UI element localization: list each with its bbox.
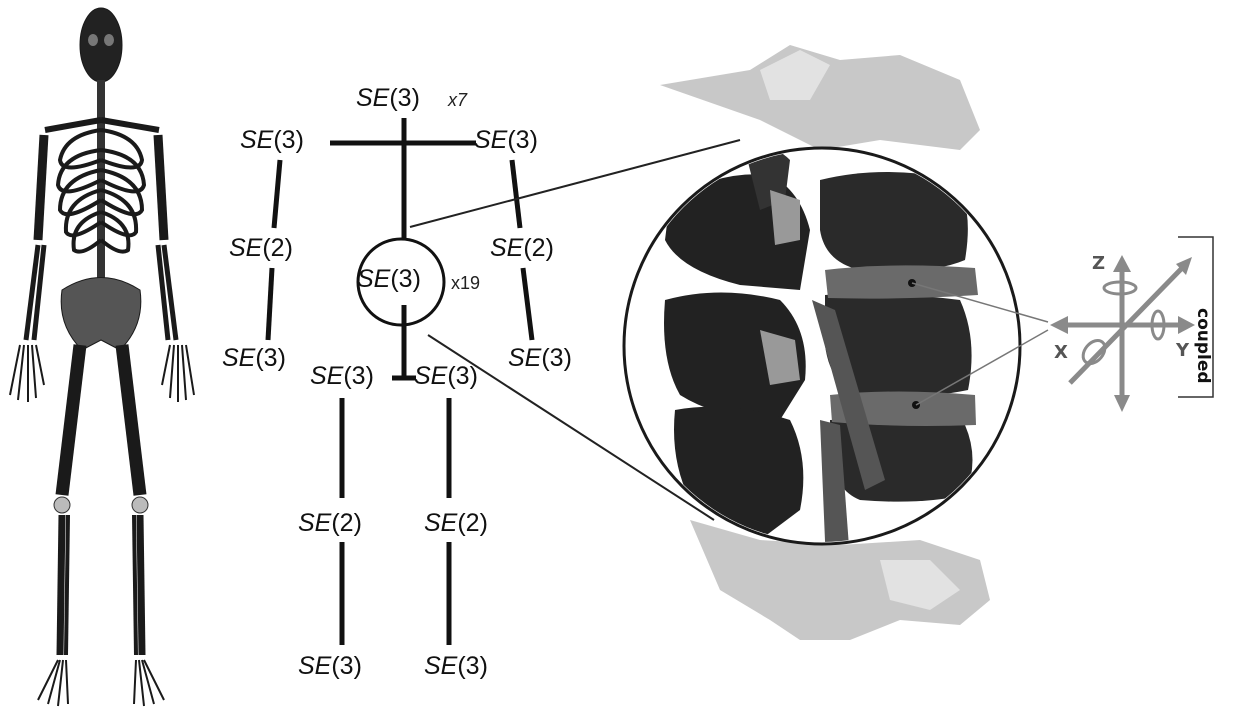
left-shoulder-label: SE(3) bbox=[240, 128, 304, 153]
left-wrist-label: SE(3) bbox=[222, 346, 286, 371]
root-label: SE(3) bbox=[356, 86, 420, 111]
right-elbow-label: SE(2) bbox=[490, 236, 554, 261]
right-ankle-label: SE(3) bbox=[424, 654, 488, 679]
x-axis-label: X bbox=[1054, 342, 1068, 363]
right-hip-label: SE(3) bbox=[414, 364, 478, 389]
z-axis-label: Z bbox=[1092, 253, 1105, 274]
skeleton-illustration bbox=[10, 8, 194, 706]
root-multiplicity: x7 bbox=[448, 90, 467, 111]
right-knee-label: SE(2) bbox=[424, 511, 488, 536]
left-upper-arm bbox=[274, 160, 280, 228]
left-ankle-label: SE(3) bbox=[298, 654, 362, 679]
right-wrist-label: SE(3) bbox=[508, 346, 572, 371]
y-arrow-left-icon bbox=[1050, 316, 1068, 334]
z-down-arrow-icon bbox=[1114, 395, 1130, 412]
right-forearm bbox=[523, 268, 532, 340]
right-shoulder-label: SE(3) bbox=[474, 128, 538, 153]
coupled-label: coupled bbox=[1193, 308, 1213, 384]
spine-multiplicity: x19 bbox=[451, 273, 480, 294]
y-axis-label: Y bbox=[1176, 340, 1189, 361]
right-upper-arm bbox=[512, 160, 520, 228]
left-knee-label: SE(2) bbox=[298, 511, 362, 536]
x-rotation-icon bbox=[1079, 336, 1110, 367]
spine-illustration bbox=[620, 45, 1048, 640]
coordinate-axes bbox=[1050, 255, 1195, 412]
tree-edges bbox=[268, 118, 532, 645]
left-forearm bbox=[268, 268, 272, 340]
left-hip-label: SE(3) bbox=[310, 364, 374, 389]
left-elbow-label: SE(2) bbox=[229, 236, 293, 261]
z-arrow-icon bbox=[1113, 255, 1131, 272]
spine-center-label: SE(3) bbox=[357, 267, 421, 292]
